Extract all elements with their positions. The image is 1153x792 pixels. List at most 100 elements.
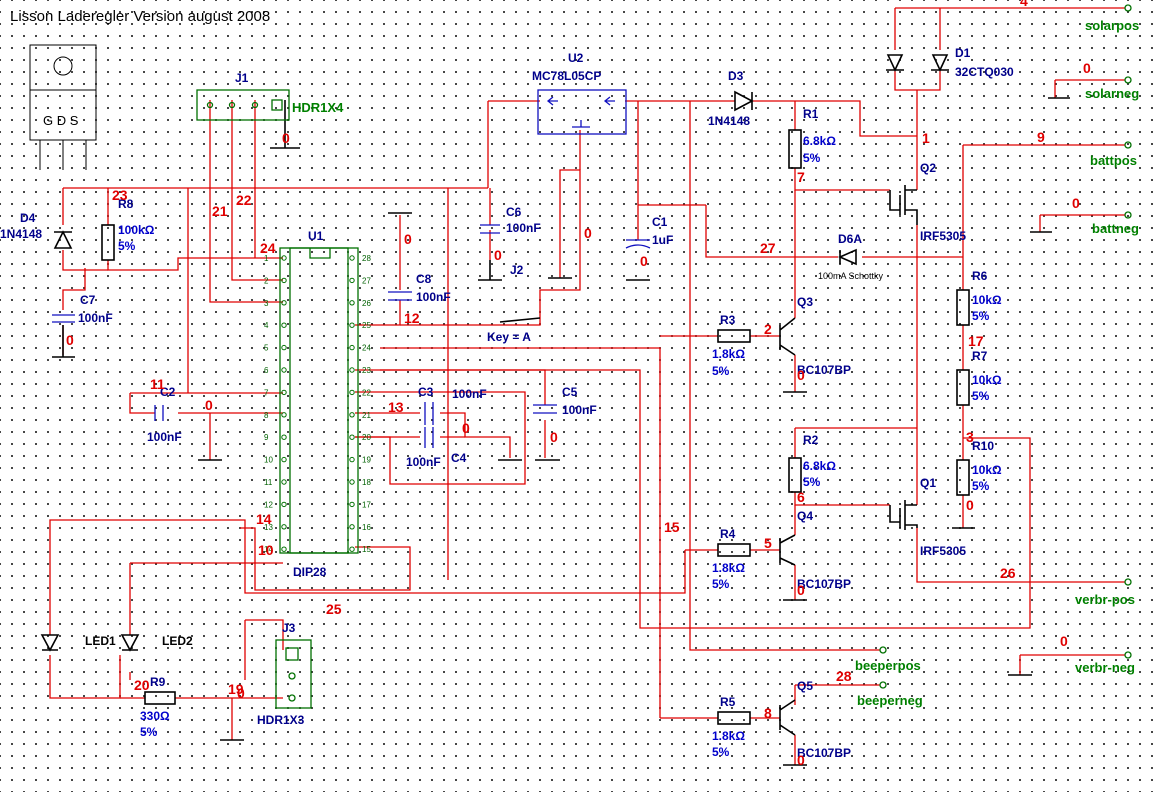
net-14: 14: [256, 511, 272, 527]
port-beeperneg: beeperneg: [857, 693, 923, 708]
net-25: 25: [326, 601, 342, 617]
r4-value: 1.8kΩ: [712, 561, 745, 575]
r8-tolerance: 5%: [118, 239, 136, 253]
j2-ref: J2: [510, 263, 524, 277]
c4-value: 100nF: [406, 455, 441, 469]
c8-ref: C8: [416, 272, 432, 286]
port-terminals: [879, 4, 1132, 689]
u1-pin-right-16: 16: [362, 523, 371, 532]
net-2: 2: [764, 321, 772, 337]
j1-value: HDR1X4: [292, 100, 344, 115]
net-0-c6: 0: [494, 247, 502, 263]
u1-pin-dot-left: [281, 456, 287, 463]
c3-ref: C3: [418, 385, 434, 399]
r9-tolerance: 5%: [140, 725, 158, 739]
c2-value: 100nF: [147, 430, 182, 444]
d4-diode: [53, 230, 73, 249]
net-12: 12: [404, 310, 420, 326]
net-0-c5: 0: [550, 429, 558, 445]
net-11: 11: [150, 376, 165, 392]
q1-ref: Q1: [920, 476, 936, 490]
c1-value: 1uF: [652, 233, 673, 247]
u1-pin-right-26: 26: [362, 299, 371, 308]
r7-ref: R7: [972, 349, 988, 363]
port-verbr-neg-net: 0: [1060, 633, 1068, 649]
r1-value: 6.8kΩ: [803, 134, 836, 148]
d6a-value: 100mA Schottky: [818, 271, 884, 281]
u1-pin-right-23: 23: [362, 366, 371, 375]
d1-ref: D1: [955, 46, 971, 60]
net-0-q3: 0: [797, 367, 805, 383]
u1-pin-right-28: 28: [362, 254, 371, 263]
r6-tolerance: 5%: [972, 309, 990, 323]
net-0-c2: 0: [205, 397, 213, 413]
q5-ref: Q5: [797, 679, 813, 693]
q4-ref: Q4: [797, 509, 813, 523]
q4-value: BC107BP: [797, 577, 851, 591]
net-6: 6: [797, 489, 805, 505]
u1-pin-dot-right: [349, 389, 355, 396]
net-0-j3: 0: [237, 685, 245, 701]
port-beeperpos: beeperpos: [855, 658, 921, 673]
c6-ref: C6: [506, 205, 522, 219]
c7-ref: C7: [80, 293, 96, 307]
j2-switch: [499, 317, 541, 323]
port-labels: solarpos 4 solarneg 0 battpos 9 battneg …: [836, 0, 1139, 708]
q3-bjt: [779, 317, 796, 356]
u1-pin-right-17: 17: [362, 500, 371, 509]
u1-pin-right-25: 25: [362, 321, 371, 330]
port-verbr-pos: verbr-pos: [1075, 592, 1135, 607]
r1-tolerance: 5%: [803, 151, 821, 165]
port-beeperneg-net: 28: [836, 668, 852, 684]
r5-ref: R5: [720, 695, 736, 709]
r7-value: 10kΩ: [972, 373, 1002, 387]
u1-pin-dot-right: [349, 300, 355, 306]
r2-body: [788, 457, 802, 493]
u1-dip28: [279, 247, 359, 554]
u1-pin-labels: 1234567891011121314282726252423222120191…: [264, 254, 371, 554]
r8-body: [101, 224, 115, 261]
j1-header: [196, 89, 290, 121]
net-3: 3: [966, 429, 974, 445]
u1-pin-dot-right: [349, 344, 355, 351]
port-battpos-net: 9: [1037, 129, 1045, 145]
u1-pin-left-11: 11: [264, 478, 273, 487]
r9-value: 330Ω: [140, 709, 170, 723]
r1-ref: R1: [803, 107, 819, 121]
u2-value: MC78L05CP: [532, 69, 601, 83]
port-battneg-net: 0: [1072, 195, 1080, 211]
r3-value: 1.8kΩ: [712, 347, 745, 361]
port-verbr-pos-net: 26: [1000, 565, 1016, 581]
u1-pin-dot-left: [281, 367, 287, 373]
q2-value: IRF5305: [920, 229, 966, 243]
r5-value: 1.8kΩ: [712, 729, 745, 743]
u1-pin-dot-left: [281, 277, 287, 284]
net-8: 8: [764, 705, 772, 721]
u1-pin-left-2: 2: [264, 276, 269, 285]
u1-pin-dot-left: [281, 412, 287, 418]
r9-body: [144, 691, 176, 705]
j3-value: HDR1X3: [257, 713, 305, 727]
r6-value: 10kΩ: [972, 293, 1002, 307]
c2-ref: C2: [160, 385, 176, 399]
j3-header: [275, 639, 312, 709]
r10-value: 10kΩ: [972, 463, 1002, 477]
r7-body: [956, 369, 970, 406]
q2-mosfet: [889, 185, 918, 225]
u1-pin-dot-left: [281, 434, 287, 440]
r10-ref: R10: [972, 439, 994, 453]
u1-pin-dot-left: [281, 501, 287, 508]
r5-tolerance: 5%: [712, 745, 730, 759]
ground-symbols: [52, 97, 1070, 766]
net-7: 7: [797, 169, 805, 185]
j2-value: Key = A: [487, 330, 531, 344]
u1-pin-dot-right: [349, 322, 355, 328]
led1-ref: LED1: [85, 634, 116, 648]
u1-pin-dot-right: [349, 501, 355, 508]
package-pin-labels: G D S: [43, 113, 79, 128]
u1-pin-left-9: 9: [264, 433, 269, 442]
u1-pin-left-14: 14: [264, 545, 273, 554]
d6a-diode: [838, 248, 857, 266]
q2-ref: Q2: [920, 161, 936, 175]
